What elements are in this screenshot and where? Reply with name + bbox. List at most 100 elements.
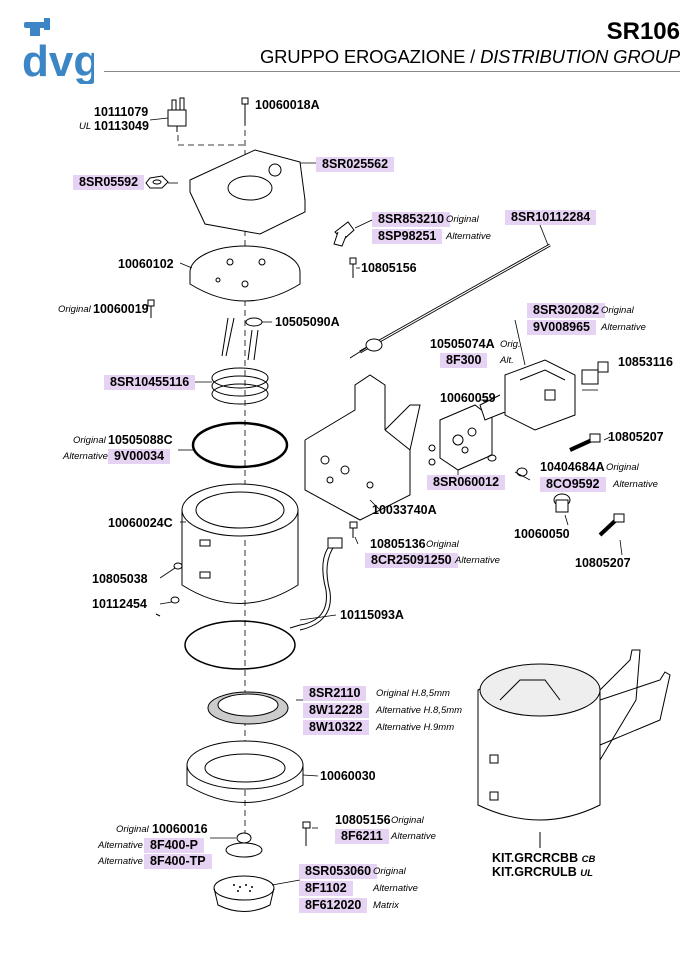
part-10060019: 10060019 [93, 302, 149, 316]
part-8SR10455116: 8SR10455116 [104, 375, 196, 390]
probe-wire-part [289, 537, 343, 631]
title-separator: / [470, 46, 476, 67]
nut-part [145, 175, 169, 189]
note-original-7: Original [391, 815, 424, 826]
part-10112454: 10112454 [92, 597, 147, 611]
note-original-1: Original [446, 214, 479, 225]
note-matrix: Matrix [373, 900, 399, 911]
part-10060102: 10060102 [118, 257, 174, 271]
top-plate-part [189, 149, 306, 235]
model-code: SR106 [606, 18, 680, 45]
thermostat-part [167, 97, 187, 132]
note-alternative-5: Alternative [455, 555, 500, 566]
note-original-5: Original [606, 462, 639, 473]
heating-element-part [211, 317, 269, 405]
note-alternative-9: Alternative [373, 883, 418, 894]
part-8SR025562: 8SR025562 [316, 157, 395, 172]
part-8SR10112284: 8SR10112284 [505, 210, 597, 225]
part-10060050: 10060050 [514, 527, 570, 541]
part-8SR053060: 8SR053060 [299, 864, 378, 879]
shower-screw-part [225, 832, 263, 858]
part-10505074A: 10505074A [430, 337, 495, 351]
note-original-6: Original [426, 539, 459, 550]
kit-cb: KIT.GRCRCBB CB [492, 851, 595, 867]
assembled-group-part [477, 649, 671, 848]
part-10060030: 10060030 [320, 769, 376, 783]
group-ring-part [186, 740, 304, 803]
kit-ul-note: UL [580, 868, 593, 879]
kit-ul-code: KIT.GRCRULB [492, 865, 577, 879]
title-it: GRUPPO EROGAZIONE [259, 46, 466, 67]
part-10060016: 10060016 [152, 822, 208, 836]
ul-prefix: UL [79, 121, 92, 132]
boiler-cap-part [189, 245, 301, 302]
note-original-h85: Original H.8,5mm [376, 688, 450, 699]
header-rule [104, 71, 680, 72]
screw-top-part [241, 97, 249, 125]
elbow-fitting-part [333, 221, 355, 247]
kit-cb-code: KIT.GRCRCBB [492, 851, 579, 865]
bottom-gasket-part [184, 620, 296, 670]
small-gasket-part [245, 317, 263, 327]
note-original-4: Original [73, 435, 106, 446]
part-8W10322: 8W10322 [303, 720, 369, 735]
part-10033740A: 10033740A [372, 503, 437, 517]
title-en: DISTRIBUTION GROUP [480, 46, 680, 67]
part-10060024C: 10060024C [108, 516, 173, 530]
part-8F6211: 8F6211 [335, 829, 389, 844]
part-10805038: 10805038 [92, 572, 148, 586]
part-8CR25091250: 8CR25091250 [365, 553, 458, 568]
part-8F1102: 8F1102 [299, 881, 353, 896]
part-8F612020: 8F612020 [299, 898, 368, 913]
logo-text: dvg [22, 37, 94, 84]
part-8SR05592: 8SR05592 [73, 175, 145, 190]
part-10060059: 10060059 [440, 391, 496, 405]
part-10060018A: 10060018A [255, 98, 320, 112]
fitting-part [581, 361, 609, 385]
part-8F400-TP: 8F400-TP [144, 854, 212, 869]
probe-part [349, 243, 551, 359]
holder-gasket-part [207, 691, 289, 725]
bracket-screw-part [349, 521, 358, 538]
part-8W12228: 8W12228 [303, 703, 369, 718]
part-10505090A: 10505090A [275, 315, 340, 329]
part-10805156-a: 10805156 [361, 261, 417, 275]
solenoid-valve-part [479, 359, 576, 431]
shower-screen-part [213, 875, 275, 912]
part-8SR302082: 8SR302082 [527, 303, 606, 318]
note-original-3: Original [601, 305, 634, 316]
part-8SR853210: 8SR853210 [372, 212, 451, 227]
part-10805136: 10805136 [370, 537, 426, 551]
note-alternative-h85: Alternative H.8,5mm [376, 705, 463, 716]
part-9V00034: 9V00034 [108, 449, 171, 464]
note-alternative-3: Alternative [63, 451, 108, 462]
note-original-8: Original [116, 824, 149, 835]
kit-cb-note: CB [581, 854, 596, 865]
kit-ul: KIT.GRCRULB UL [492, 865, 593, 881]
note-original-9: Original [373, 866, 406, 877]
note-alternative-1: Alternative [446, 231, 491, 242]
page-title: GRUPPO EROGAZIONE / DISTRIBUTION GROUP [260, 46, 680, 68]
bracket-part [304, 374, 421, 521]
note-alternative-4: Alternative [613, 479, 658, 490]
part-8F400-P: 8F400-P [144, 838, 204, 853]
distributor-block-part [439, 404, 493, 471]
part-10115093A: 10115093A [340, 608, 404, 622]
part-10853116: 10853116 [618, 355, 673, 369]
part-10113049: 10113049 [94, 119, 149, 133]
leader-lines [149, 117, 623, 886]
note-alternative-h9: Alternative H.9mm [376, 722, 455, 733]
note-orig-short: Orig. [500, 339, 521, 350]
lower-screw-part [302, 821, 311, 846]
part-9V008965: 9V008965 [527, 320, 597, 335]
long-screw-lower-part [598, 513, 625, 537]
long-screw-upper-part [569, 433, 601, 452]
boiler-body-part [155, 483, 299, 617]
part-10805207-a: 10805207 [608, 430, 664, 444]
part-8SR2110: 8SR2110 [303, 686, 367, 701]
note-original-2: Original [58, 304, 91, 315]
part-8SP98251: 8SP98251 [372, 229, 443, 244]
part-10805207-b: 10805207 [575, 556, 631, 570]
